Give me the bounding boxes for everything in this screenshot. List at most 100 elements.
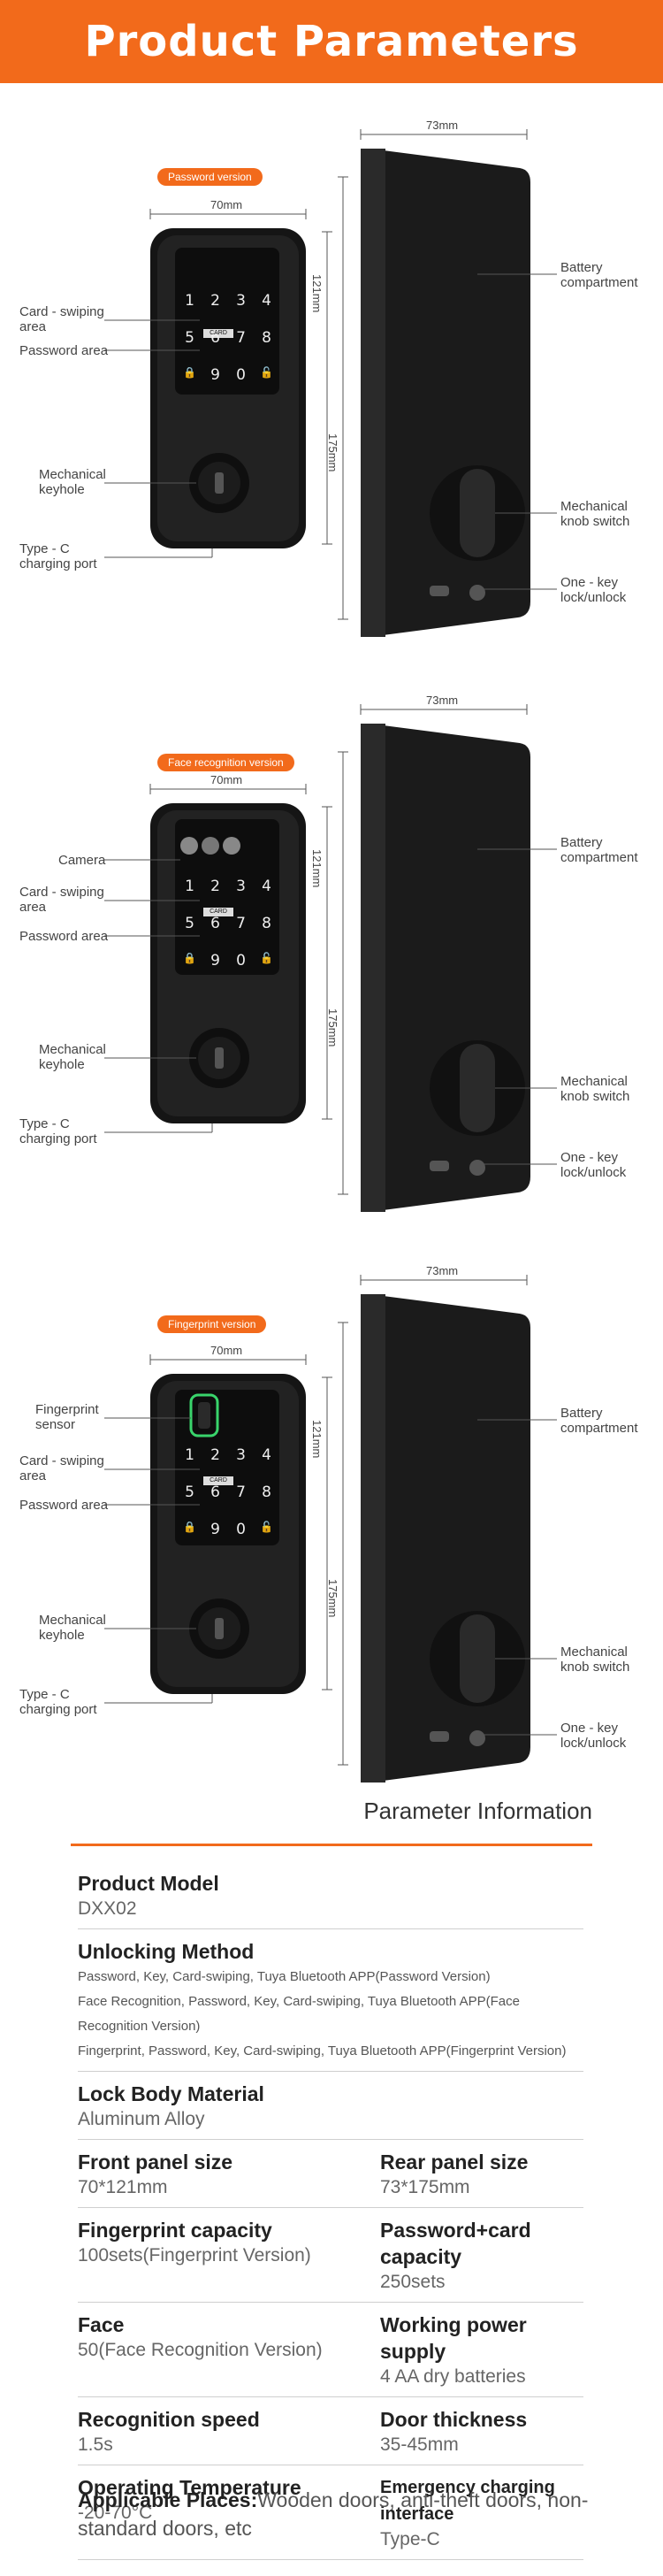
key-7: 7	[236, 1484, 246, 1501]
key-1: 1	[185, 878, 194, 895]
table-row: Fingerprint capacity 100sets(Fingerprint…	[78, 2208, 583, 2303]
table-row: Product Model DXX02	[78, 1861, 583, 1929]
key-4: 4	[262, 292, 271, 310]
unlock-icon: 🔓	[260, 1521, 273, 1533]
dim-height-panel: 121mm	[310, 274, 324, 313]
section-divider	[71, 1844, 592, 1846]
lock-icon: 🔒	[183, 366, 196, 379]
dim-height-total: 175mm	[326, 1579, 339, 1618]
param-label: Rear panel size	[380, 2150, 529, 2174]
diagram-face-version: Face recognition version 70mm 73mm 121mm…	[0, 672, 663, 1221]
param-value: Type-C	[380, 2529, 440, 2549]
param-value: Face Recognition, Password, Key, Card-sw…	[78, 1994, 520, 2034]
key-1: 1	[185, 292, 194, 310]
key-3: 3	[236, 878, 246, 895]
param-label: Password+card capacity	[380, 2219, 531, 2268]
param-value: 70*121mm	[78, 2177, 168, 2197]
label-knob-switch: Mechanical knob switch	[560, 1644, 630, 1675]
param-label: Lock Body Material	[78, 2082, 264, 2105]
param-value: Password, Key, Card-swiping, Tuya Blueto…	[78, 1969, 491, 1984]
keypad: 1 2 3 4 5 6 7 8 🔒 9 0 🔓	[177, 1446, 279, 1538]
keypad: 1 2 3 4 5 6 7 8 🔒 9 0 🔓	[177, 878, 279, 970]
key-2: 2	[210, 1446, 220, 1464]
table-row: Unlocking Method Password, Key, Card-swi…	[78, 1929, 583, 2072]
param-value: 1.5s	[78, 2434, 113, 2455]
table-row: Face 50(Face Recognition Version) Workin…	[78, 2303, 583, 2397]
key-8: 8	[262, 915, 271, 932]
param-label: Face	[78, 2313, 125, 2336]
key-0: 0	[236, 1521, 246, 1538]
label-one-key-lock: One - key lock/unlock	[560, 1150, 627, 1180]
key-2: 2	[210, 878, 220, 895]
dim-width-rear: 73mm	[426, 694, 459, 707]
applicable-places: Applicable Places:Wooden doors, anti-the…	[78, 2486, 599, 2542]
unlock-icon: 🔓	[260, 952, 273, 964]
key-7: 7	[236, 329, 246, 347]
label-typec-port: Type - C charging port	[19, 1116, 97, 1146]
label-knob-switch: Mechanical knob switch	[560, 1074, 630, 1104]
table-row: Operating Temperature -20-70°C Emergency…	[78, 2465, 583, 2560]
key-9: 9	[210, 952, 220, 970]
dim-height-total: 175mm	[326, 433, 339, 472]
version-badge: Fingerprint version	[157, 1315, 267, 1333]
param-value: 250sets	[380, 2272, 446, 2292]
dim-height-panel: 121mm	[310, 1420, 324, 1459]
param-value: 100sets(Fingerprint Version)	[78, 2245, 311, 2266]
label-mechanical-keyhole: Mechanical keyhole	[39, 467, 106, 497]
param-value: -20-70°C	[78, 2503, 153, 2523]
param-value: Aluminum Alloy	[78, 2109, 205, 2129]
key-6: 6	[210, 1484, 220, 1501]
param-label: Product Model	[78, 1872, 219, 1895]
param-label: Front panel size	[78, 2150, 233, 2174]
dim-width-front: 70mm	[210, 1344, 243, 1357]
label-card-swiping-area: Card - swiping area	[19, 304, 104, 334]
label-battery-compartment: Battery compartment	[560, 260, 638, 290]
section-title: Parameter Information	[363, 1798, 592, 1824]
param-label: Unlocking Method	[78, 1940, 255, 1963]
key-6: 6	[210, 915, 220, 932]
places-label: Applicable Places:	[78, 2488, 258, 2511]
param-label: Fingerprint capacity	[78, 2219, 272, 2242]
parameter-table: Product Model DXX02 Unlocking Method Pas…	[78, 1861, 583, 2560]
label-mechanical-keyhole: Mechanical keyhole	[39, 1042, 106, 1072]
key-4: 4	[262, 1446, 271, 1464]
dim-height-panel: 121mm	[310, 849, 324, 888]
key-7: 7	[236, 915, 246, 932]
param-label: Emergency charging interface	[380, 2478, 555, 2524]
diagram-fingerprint-version: Fingerprint version 70mm 73mm 121mm 175m…	[0, 1243, 663, 1791]
key-8: 8	[262, 329, 271, 347]
label-card-swiping-area: Card - swiping area	[19, 885, 104, 915]
key-8: 8	[262, 1484, 271, 1501]
param-value: 4 AA dry batteries	[380, 2366, 526, 2387]
dim-width-rear: 73mm	[426, 1264, 459, 1277]
table-row: Recognition speed 1.5s Door thickness 35…	[78, 2397, 583, 2465]
lock-icon: 🔒	[183, 952, 196, 964]
lock-icon: 🔒	[183, 1521, 196, 1533]
param-label: Door thickness	[380, 2408, 528, 2431]
table-row: Front panel size 70*121mm Rear panel siz…	[78, 2140, 583, 2208]
card-tag: CARD	[210, 1477, 227, 1484]
keypad: 1 2 3 4 5 6 7 8 🔒 9 0 🔓	[177, 292, 279, 384]
lock-illustration	[104, 129, 557, 637]
key-5: 5	[185, 329, 194, 347]
param-label: Recognition speed	[78, 2408, 260, 2431]
param-value: 50(Face Recognition Version)	[78, 2340, 323, 2360]
key-9: 9	[210, 366, 220, 384]
key-5: 5	[185, 1484, 194, 1501]
page-title: Product Parameters	[84, 17, 579, 66]
key-3: 3	[236, 292, 246, 310]
lock-illustration	[104, 1275, 557, 1782]
label-password-area: Password area	[19, 1498, 109, 1513]
lock-illustration	[104, 704, 557, 1212]
version-badge: Face recognition version	[157, 754, 294, 771]
key-1: 1	[185, 1446, 194, 1464]
dim-width-front: 70mm	[210, 773, 243, 786]
table-row: Lock Body Material Aluminum Alloy	[78, 2072, 583, 2140]
label-battery-compartment: Battery compartment	[560, 1406, 638, 1436]
label-one-key-lock: One - key lock/unlock	[560, 1721, 627, 1751]
unlock-icon: 🔓	[260, 366, 273, 379]
diagram-password-version: Password version 70mm 73mm 121mm 175mm 1…	[0, 97, 663, 646]
param-label: Operating Temperature	[78, 2476, 301, 2499]
label-typec-port: Type - C charging port	[19, 1687, 97, 1717]
key-4: 4	[262, 878, 271, 895]
